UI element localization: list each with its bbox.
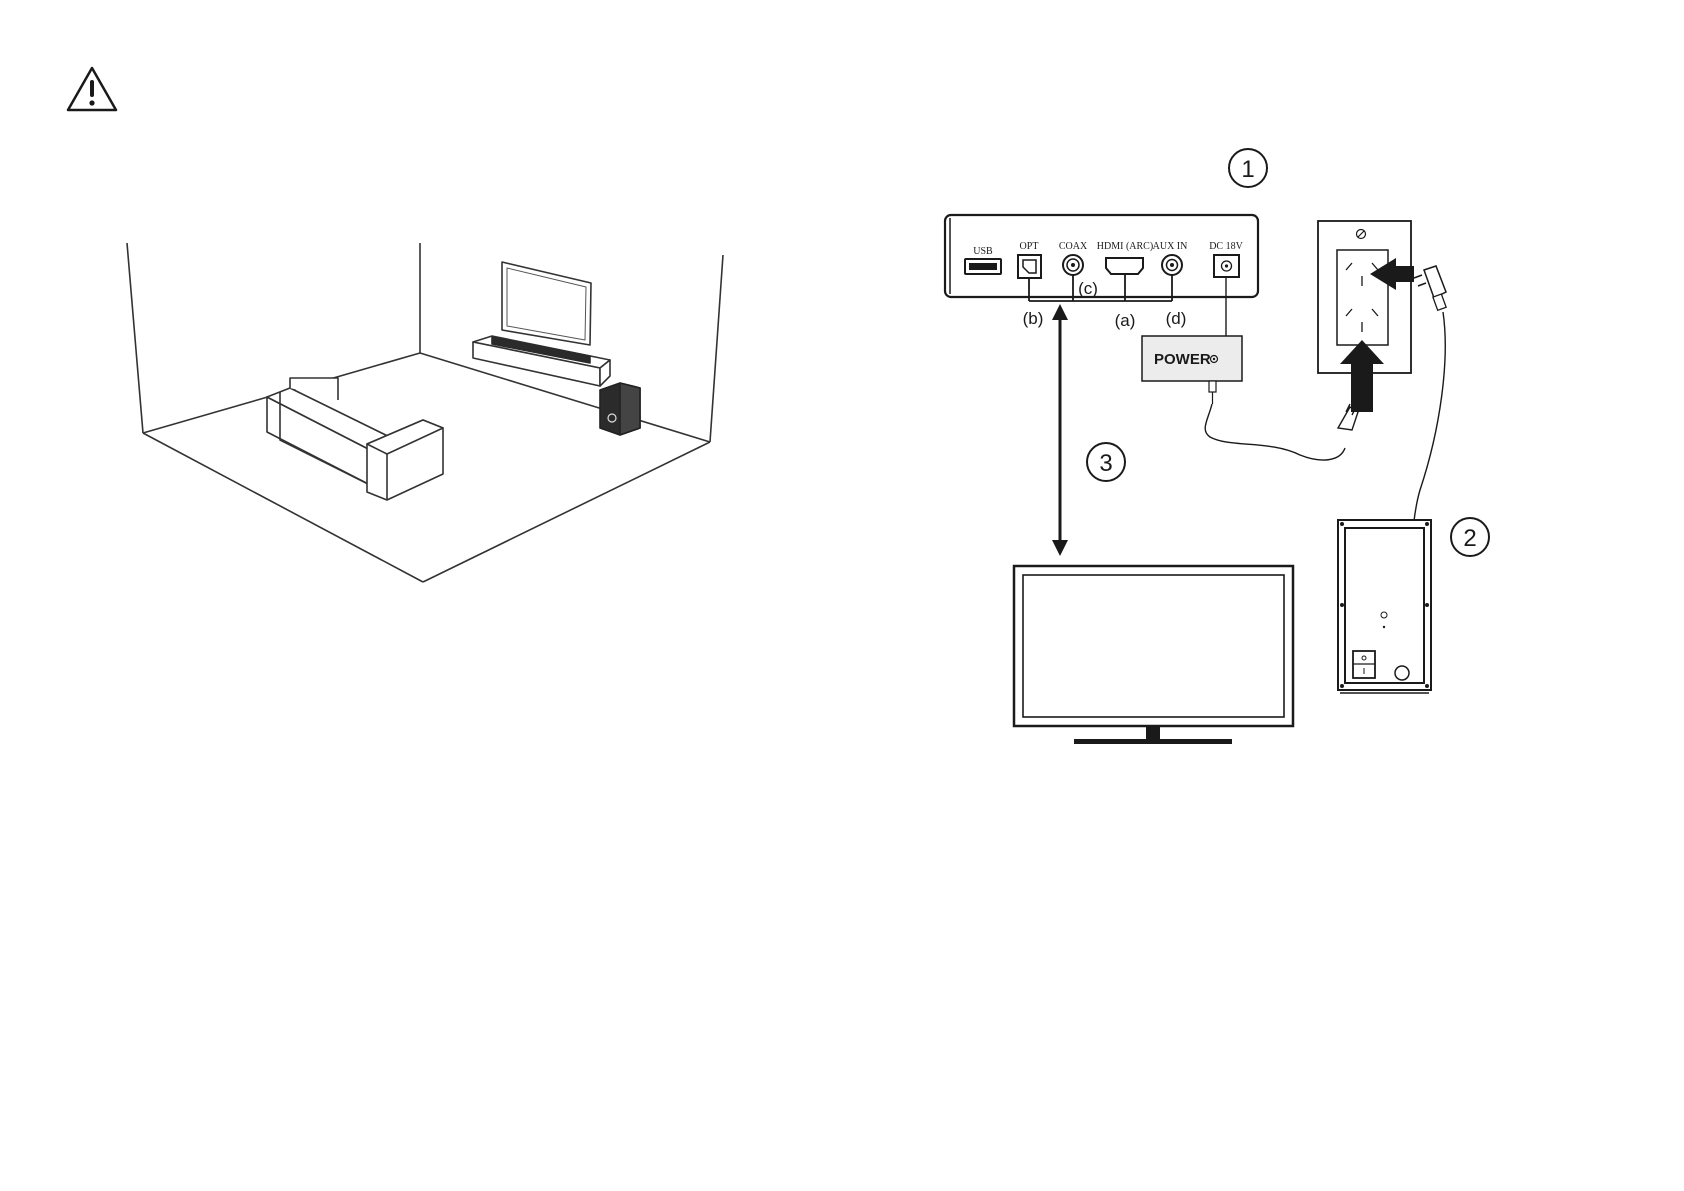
warning-icon — [68, 68, 116, 110]
adapter-cord — [1205, 404, 1345, 460]
room-tv-icon — [502, 262, 591, 345]
step-1-marker: 1 — [1229, 149, 1267, 187]
step-2-number: 2 — [1463, 525, 1476, 552]
double-arrow-icon — [1052, 304, 1068, 556]
subwoofer-back-panel — [1338, 520, 1431, 693]
opt-port-label: OPT — [1020, 241, 1039, 252]
dc-port-label: DC 18V — [1209, 241, 1243, 252]
hdmi-port-label: HDMI (ARC) — [1097, 241, 1153, 252]
coax-port-icon — [1063, 255, 1083, 275]
step-3-marker: 3 — [1087, 443, 1125, 481]
usb-port-icon — [965, 259, 1001, 274]
label-d: (d) — [1166, 309, 1187, 328]
label-c: (c) — [1078, 279, 1098, 298]
coax-port-label: COAX — [1059, 241, 1088, 252]
sofa-icon — [267, 378, 443, 500]
room-illustration — [127, 243, 723, 582]
soundbar-back-panel: USB OPT COAX HDMI (ARC) AUX IN — [945, 215, 1258, 297]
step-1-number: 1 — [1241, 156, 1254, 183]
power-adapter: POWER — [1142, 336, 1242, 404]
usb-port-label: USB — [973, 246, 993, 257]
room-subwoofer-icon — [600, 383, 640, 435]
label-b: (b) — [1023, 309, 1044, 328]
step-3-number: 3 — [1099, 450, 1112, 477]
tv-icon — [1014, 566, 1293, 744]
aux-port-icon — [1162, 255, 1182, 275]
power-adapter-label: POWER — [1154, 351, 1211, 368]
label-a: (a) — [1115, 311, 1136, 330]
hdmi-port-icon — [1106, 258, 1143, 274]
dc-port-icon — [1214, 255, 1239, 277]
aux-port-label: AUX IN — [1153, 241, 1188, 252]
subwoofer-plug-icon — [1414, 266, 1446, 310]
step-2-marker: 2 — [1451, 518, 1489, 556]
optical-port-icon — [1018, 255, 1041, 278]
